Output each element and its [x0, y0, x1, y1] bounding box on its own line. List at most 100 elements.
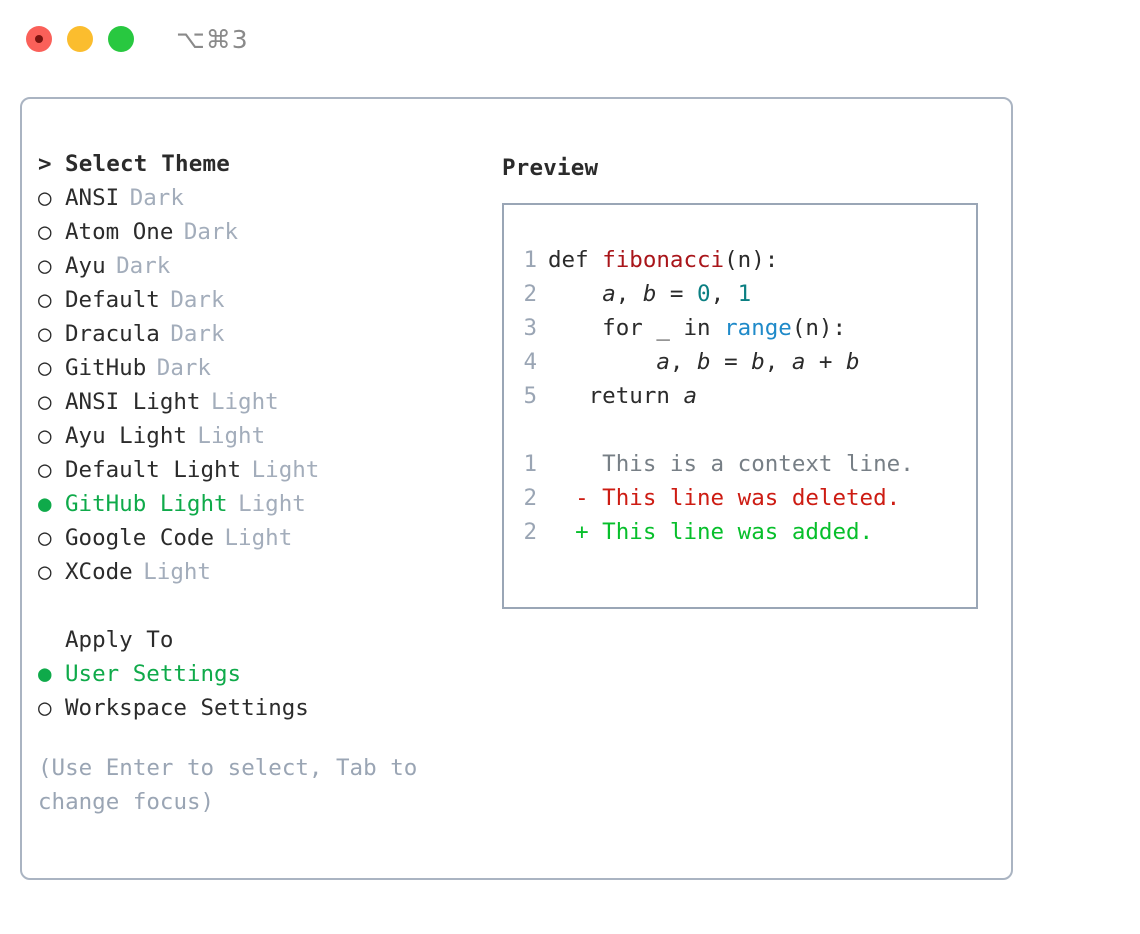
theme-option-label: XCode [65, 559, 133, 585]
apply-to-option-row[interactable]: ○Workspace Settings [38, 695, 478, 729]
theme-option-variant: Light [210, 389, 279, 415]
theme-option-variant: Light [238, 491, 306, 517]
code-token-variable: a [656, 349, 670, 375]
code-token-plain: for _ in [548, 315, 725, 341]
apply-to-heading: Apply To [38, 627, 478, 661]
code-line-number: 5 [523, 383, 537, 409]
theme-option-variant: Dark [129, 185, 184, 211]
code-token-plain: return [548, 383, 684, 409]
theme-option-label: Ayu [65, 253, 106, 279]
preview-title: Preview [502, 155, 599, 181]
theme-option-label: Default Light [65, 457, 242, 483]
theme-option-row[interactable]: ○ ANSI Light Light [38, 389, 478, 423]
code-token-number: 0 [697, 281, 711, 307]
code-token-function: fibonacci [602, 247, 725, 273]
code-line-number: 4 [523, 349, 537, 375]
theme-picker-heading-label: Select Theme [65, 151, 230, 177]
theme-option-variant: Dark [183, 219, 239, 245]
code-line-number: 1 [523, 247, 537, 273]
theme-option-row[interactable]: ○ GitHub Dark [38, 355, 478, 389]
theme-option-variant: Dark [116, 253, 171, 279]
code-token-plain: (n): [724, 247, 779, 273]
code-token-variable: b [642, 281, 657, 307]
theme-option-label: GitHub [65, 355, 147, 381]
radio-unselected-icon[interactable]: ○ [38, 457, 52, 483]
code-token-variable: a [683, 383, 698, 409]
cursor-arrow-icon: > [38, 151, 52, 177]
theme-option-row[interactable]: ○ Dracula Dark [38, 321, 478, 355]
theme-option-label: Atom One [65, 219, 174, 245]
theme-option-label: ANSI Light [65, 389, 201, 415]
radio-unselected-icon[interactable]: ○ [38, 389, 52, 415]
diff-line-number: 2 [523, 519, 537, 545]
code-token-plain: , [710, 281, 738, 307]
code-token-plain: = [710, 349, 752, 375]
keyboard-hint-text: (Use Enter to select, Tab to change focu… [38, 755, 418, 815]
code-line-number: 3 [523, 315, 537, 341]
radio-selected-icon[interactable]: ● [38, 491, 52, 517]
theme-option-row[interactable]: ● GitHub Light Light [38, 491, 478, 525]
apply-to-list: Apply To ● User Settings ○Workspace Setting… [38, 627, 478, 729]
theme-option-label: GitHub Light [65, 491, 228, 517]
theme-option-label: Google Code [65, 525, 215, 551]
code-token-variable: b [697, 349, 711, 375]
radio-selected-icon[interactable]: ● [38, 661, 52, 687]
diff-line: 2 + This line was added. [504, 519, 976, 553]
radio-unselected-icon[interactable]: ○ [38, 525, 52, 551]
code-token-plain: , [615, 281, 643, 307]
code-line: 4 a, b = b, a + b [504, 349, 976, 383]
radio-unselected-icon[interactable]: ○ [38, 287, 52, 313]
maximize-window-button[interactable] [108, 26, 134, 52]
theme-option-row[interactable]: ○ Atom One Dark [38, 219, 478, 253]
diff-line: 2 - This line was deleted. [504, 485, 976, 519]
diff-line-number: 2 [523, 485, 537, 511]
code-token-plain [548, 349, 656, 375]
code-token-variable: a [602, 281, 616, 307]
theme-option-label: Dracula [65, 321, 160, 347]
close-window-button[interactable] [26, 26, 52, 52]
code-token-call: range [724, 315, 792, 341]
radio-unselected-icon[interactable]: ○ [38, 559, 52, 585]
code-token-plain: + [805, 349, 847, 375]
diff-sample: 1 This is a context line.2 - This line w… [504, 451, 976, 553]
theme-option-label: Default [65, 287, 160, 313]
radio-unselected-icon[interactable]: ○ [38, 355, 52, 381]
radio-unselected-icon[interactable]: ○ [38, 695, 52, 721]
theme-option-row[interactable]: ○ XCode Light [38, 559, 478, 593]
theme-option-row[interactable]: ○ Ayu Dark [38, 253, 478, 287]
radio-unselected-icon[interactable]: ○ [38, 423, 52, 449]
code-token-plain: = [656, 281, 698, 307]
code-line: 3 for _ in range(n): [504, 315, 976, 349]
radio-unselected-icon[interactable]: ○ [38, 185, 52, 211]
code-token-variable: a [791, 349, 806, 375]
code-token-plain [548, 281, 602, 307]
code-token-plain: (n): [791, 315, 847, 341]
apply-to-option-label: User Settings [65, 661, 242, 687]
radio-unselected-icon[interactable]: ○ [38, 253, 52, 279]
code-token-variable: b [751, 349, 765, 375]
code-line: 5 return a [504, 383, 976, 417]
theme-option-variant: Light [143, 559, 211, 585]
theme-option-variant: Light [251, 457, 320, 483]
diff-line-text-added: + This line was added. [548, 519, 874, 545]
code-diff-spacer [504, 417, 976, 451]
diff-line-number: 1 [523, 451, 537, 477]
apply-to-heading-label: Apply To [65, 627, 174, 653]
minimize-window-button[interactable] [67, 26, 93, 52]
radio-unselected-icon[interactable]: ○ [38, 219, 52, 245]
title-bar: ⌥⌘3 [0, 0, 1140, 78]
theme-option-variant: Dark [156, 355, 211, 381]
radio-unselected-icon[interactable]: ○ [38, 321, 52, 347]
apply-to-option-row[interactable]: ● User Settings [38, 661, 478, 695]
theme-option-variant: Dark [170, 321, 225, 347]
theme-option-row[interactable]: ○ Default Light Light [38, 457, 478, 491]
